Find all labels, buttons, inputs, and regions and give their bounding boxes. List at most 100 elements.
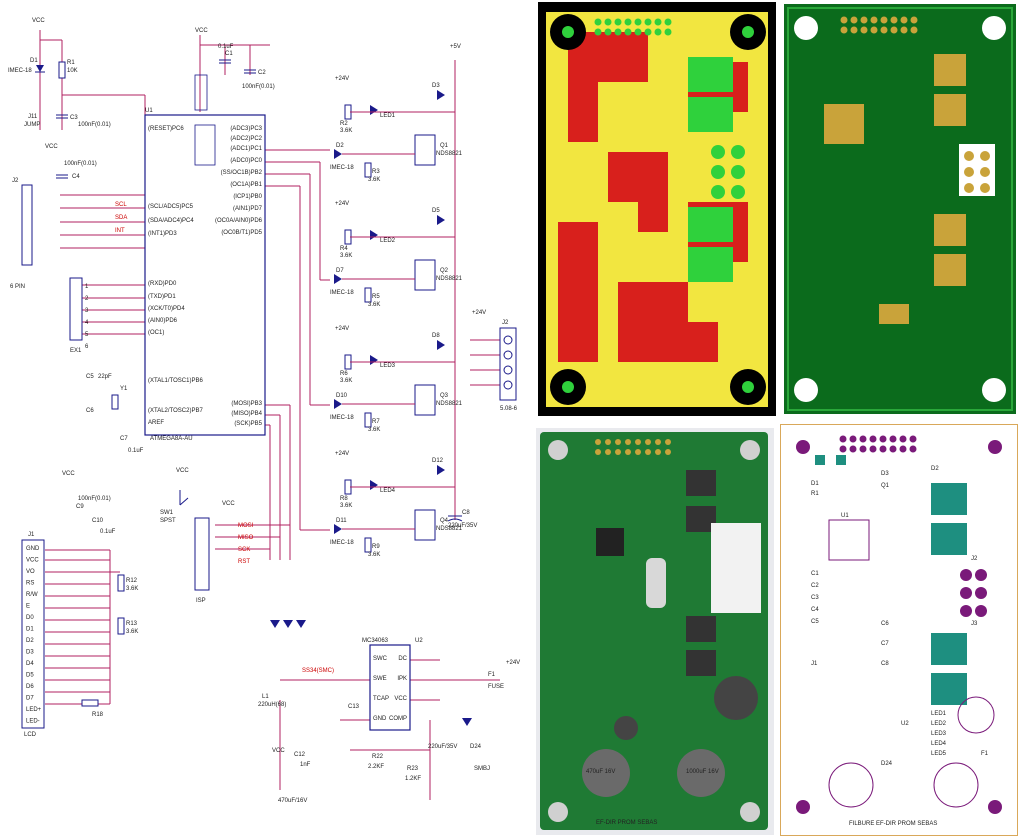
channel-opto-part: IMEC-18	[330, 165, 354, 171]
mcu-left-pin: (TXD)PD1	[148, 294, 176, 300]
regulator-pin: DC	[398, 656, 407, 662]
lcd-cap-c9-value: 100nF(0.01)	[78, 496, 111, 502]
channel-opto-part: IMEC-18	[330, 540, 354, 546]
channel-opto: D10	[336, 393, 348, 399]
regulator-pin: SWE	[373, 676, 387, 682]
silk-label: F1	[981, 751, 989, 757]
mcu-left-pin: (OC1)	[148, 330, 164, 336]
silk-label: R1	[811, 491, 819, 497]
lcd-pin: D1	[26, 627, 34, 633]
silk-title: FILBURE EF-DIR PROM SEBAS	[849, 821, 937, 827]
reset-jumper: JUMP	[24, 122, 40, 128]
mcu-left-pin: (AIN0)PD6	[148, 318, 178, 324]
channel-diode: D5	[432, 208, 440, 214]
silk-through-holes	[796, 440, 1002, 814]
regulator-ref: U2	[415, 638, 423, 644]
silk-label: D1	[811, 481, 819, 487]
silk-pads	[815, 455, 967, 705]
crystal-ref: Y1	[120, 386, 128, 392]
cap-c2-ref: C2	[258, 70, 266, 76]
mcu-left-pin: (XTAL1/TOSC1)PB6	[148, 378, 203, 384]
mcu-pin-headers	[194, 74, 216, 166]
reset-jumper-ref: J11	[28, 114, 38, 120]
channel-pull-value: 3.6K	[368, 427, 380, 433]
channel-pull-value: 3.6K	[368, 177, 380, 183]
channel-led-res: R8	[340, 496, 348, 502]
channel-opto: D2	[336, 143, 344, 149]
pcb-render-view	[784, 4, 1016, 414]
channel-opto-part: IMEC-18	[330, 290, 354, 296]
photo-mounting-holes	[548, 440, 760, 822]
cap-c7-ref: C7	[120, 436, 128, 442]
channel-led-res_value: 3.6K	[340, 378, 352, 384]
channel-mosfet-part: NDS8821	[436, 276, 463, 282]
mcu-left-pin: (XTAL2/TOSC2)PB7	[148, 408, 203, 414]
mcu-right-pin: (SS/OC1B)PB2	[221, 170, 263, 176]
channel-opto-part: IMEC-18	[330, 415, 354, 421]
lcd-pot-r13: R13	[126, 621, 138, 627]
silk-label: J3	[971, 621, 978, 627]
schematic-drawing: (RESET)PC6(SCL/ADC5)PC5(SDA/ADC4)PC4(INT…	[8, 18, 520, 804]
lcd-name: LCD	[24, 732, 37, 738]
pcb-pads	[688, 57, 745, 282]
channel-led-res_value: 3.6K	[340, 503, 352, 509]
reset-cap-ref: C3	[70, 115, 78, 121]
rail-5v: +5V	[450, 44, 461, 50]
reset-res-value: 10K	[67, 68, 78, 74]
reg-inductor-ref: L1	[262, 694, 269, 700]
bulk-cap-value: 220uF/35V	[448, 523, 477, 529]
render-connector-pins	[964, 151, 990, 193]
pcb-photo-view: 1000uF 16V 470uF 16V EF-DIR PROM SEBAS	[536, 428, 774, 835]
silk-outlines	[828, 519, 995, 808]
mcu-left-pin-labels: (RESET)PC6(SCL/ADC5)PC5(SDA/ADC4)PC4(INT…	[148, 126, 203, 426]
i2c-signal-scl: SCL	[115, 202, 127, 208]
silk-label: Q1	[881, 483, 890, 489]
regulator-body	[369, 644, 411, 731]
output-connector-part: 5.08-6	[500, 406, 518, 412]
bulk-cap-ref: C8	[462, 510, 470, 516]
silk-label: J1	[811, 661, 818, 667]
channel-pull: R7	[372, 419, 380, 425]
channel-pull-value: 3.6K	[368, 302, 380, 308]
driver-channels: R23.6KLED1D3Q1NDS8821D2IMEC-18R33.6KR43.…	[330, 83, 463, 558]
reg-fuse: F1	[488, 672, 496, 678]
mcu-left-pin: (SDA/ADC4)PC4	[148, 218, 194, 224]
photo-connector	[711, 523, 761, 613]
mcu-right-pin-labels: (ADC3)PC3(ADC2)PC2(ADC1)PC1(ADC0)PC0(SS/…	[215, 126, 263, 427]
silk-label: U1	[841, 513, 849, 519]
channel-opto: D7	[336, 268, 344, 274]
pcb-silkscreen-drawing: D1R1D2D3Q1LED1LED2LED3LED4LED5C1C2C3C4C5…	[781, 425, 1017, 835]
lcd-pin: LED-	[26, 719, 40, 725]
mcu-right-pin: (OC0B/T1)PD5	[221, 230, 262, 236]
mcu-ref: U1	[145, 108, 153, 114]
rail-24v-5: +24V	[472, 310, 486, 316]
channel-pull: R5	[372, 294, 380, 300]
reset-cap-value: 100nF(0.01)	[78, 122, 111, 128]
channel-led-res: R6	[340, 371, 348, 377]
silk-label: D24	[881, 761, 893, 767]
silk-label: C3	[811, 595, 819, 601]
lcd-pin: D2	[26, 638, 34, 644]
silk-label: C1	[811, 571, 819, 577]
reg-tvs-part: SMBJ	[474, 766, 490, 772]
ex1-pin: 2	[85, 296, 89, 302]
ex1-ref: EX1	[70, 348, 82, 354]
vcc-label-3: VCC	[45, 144, 58, 150]
i2c-connector	[21, 184, 33, 266]
render-mounting-holes	[794, 16, 1006, 402]
mcu-right-pin: (OC1A)PB1	[230, 182, 262, 188]
mcu-right-pin: (ADC3)PC3	[230, 126, 262, 132]
photo-header-pins	[595, 439, 671, 455]
cap-c2: C2 100nF(0.01)	[242, 69, 275, 90]
lcd-res-r18: R18	[92, 712, 104, 718]
pcb-photo-drawing: 1000uF 16V 470uF 16V EF-DIR PROM SEBAS	[536, 428, 774, 835]
channel-mosfet: Q1	[440, 143, 449, 149]
isp-sck: SCK	[238, 547, 250, 553]
crystal: Y1 C5 C6 22pF	[86, 374, 128, 414]
ex1-connector	[69, 277, 83, 341]
reg-c12: C12	[294, 752, 306, 758]
mcu-right-pin: (AIN1)PD7	[233, 206, 263, 212]
cap-c1-ref: C1	[225, 51, 233, 57]
